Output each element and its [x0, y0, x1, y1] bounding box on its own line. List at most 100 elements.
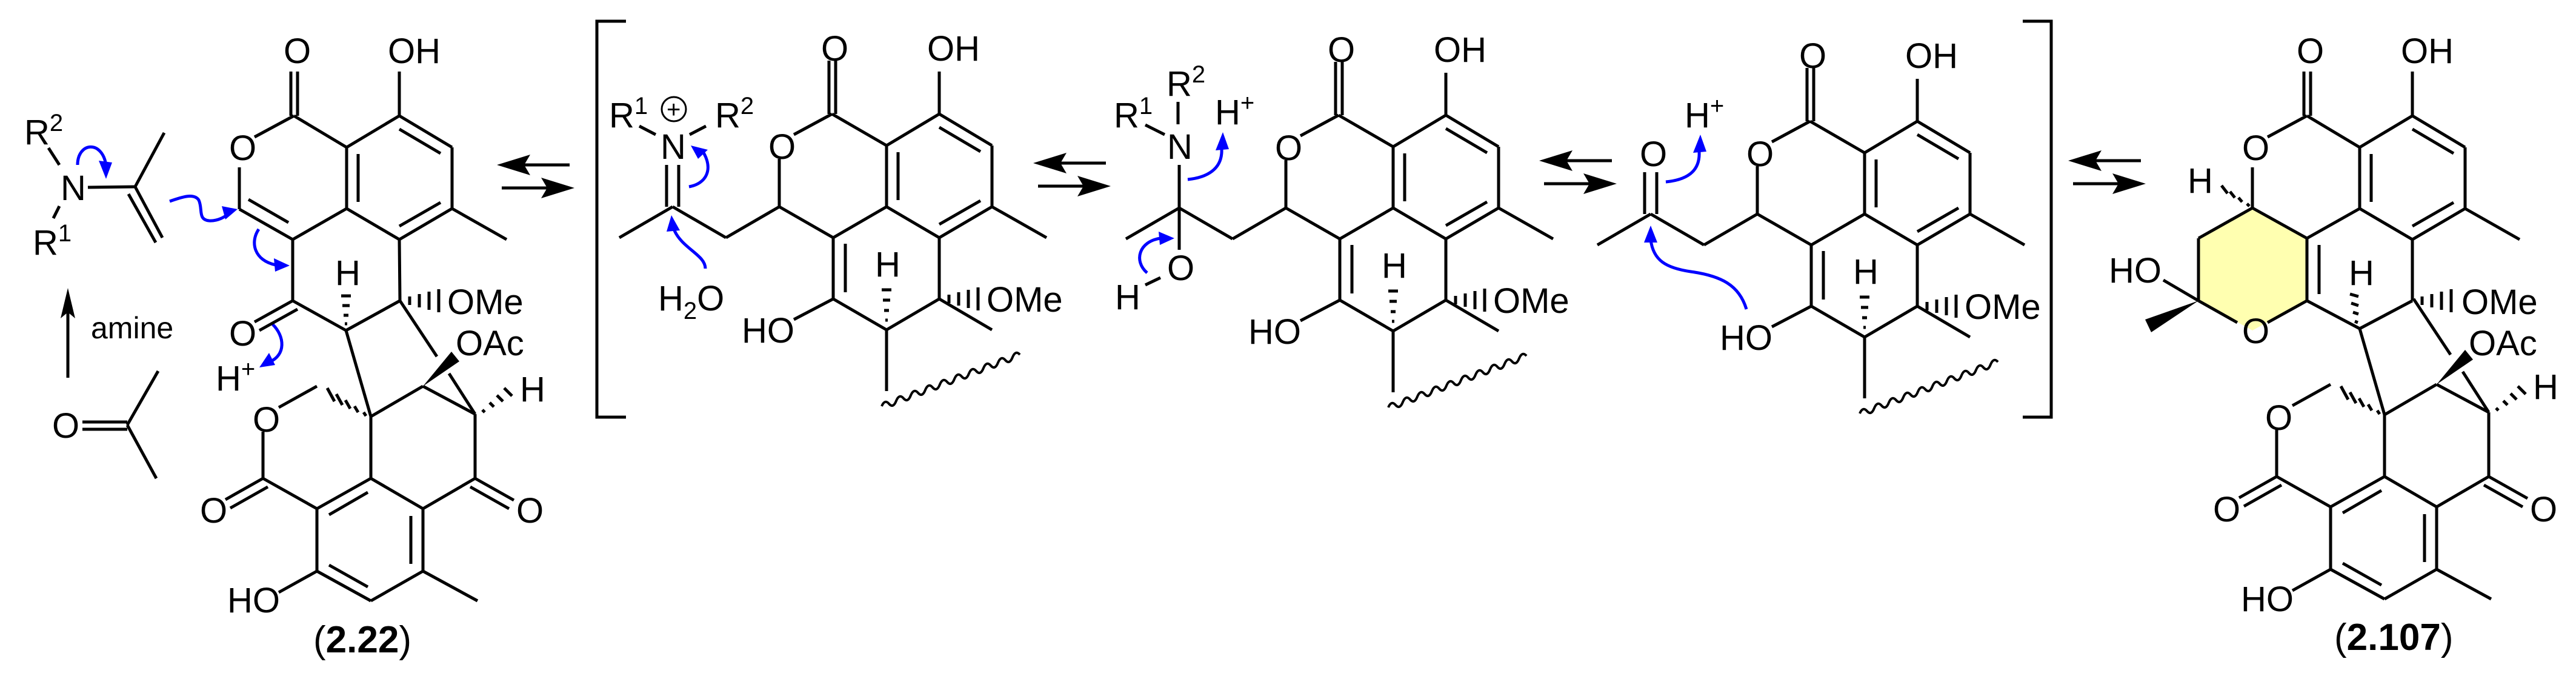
lactone-o: O: [229, 129, 256, 168]
enol-ho: HO: [1720, 318, 1772, 358]
amine-label: amine: [91, 311, 173, 345]
stereo-h: H: [1382, 246, 1407, 286]
lactone-o: O: [2242, 129, 2269, 168]
r1-label: R: [33, 223, 58, 263]
enamine-nitrogen: N: [61, 169, 86, 208]
ome: OMe: [987, 280, 1063, 320]
hydroxyl-o: O: [1167, 249, 1194, 288]
compound-2-22: O OH O O H: [200, 32, 545, 661]
acetone: O: [52, 370, 160, 480]
svg-text:R1: R1: [33, 220, 72, 263]
svg-text:R2: R2: [24, 110, 63, 152]
enol-ho: HO: [1248, 312, 1301, 352]
top-oh: OH: [1905, 36, 1958, 76]
water: H2O: [658, 279, 724, 324]
stereo-h: H: [335, 253, 361, 293]
lactone-o: O: [768, 127, 796, 167]
compound-label-2-107: (2.107): [2334, 617, 2453, 658]
positive-charge-icon: [661, 96, 687, 122]
ome: OMe: [1493, 281, 1569, 321]
lower-lactone-ring-o: O: [2265, 398, 2292, 438]
lower-lactone-carbonyl-o: O: [2213, 490, 2240, 529]
equilibrium-arrow-4: [2068, 150, 2146, 194]
r2-label: R: [715, 96, 741, 135]
enol-ho: HO: [742, 311, 794, 350]
methyl-wedge: [2145, 301, 2198, 332]
ketone-o: O: [1640, 135, 1667, 174]
proton: H: [1215, 93, 1240, 132]
top-carbonyl-o: O: [2297, 32, 2324, 71]
mechanism-arrow-water-attack: [672, 228, 707, 269]
svg-text:H+: H+: [216, 356, 255, 398]
mechanism-arrow-enol-o-attack: [1649, 239, 1748, 310]
hemiketal-ho: HO: [2109, 251, 2162, 290]
mechanism-arrow-enamine-attack: [169, 195, 233, 223]
mechanism-arrow-n-to-proton: [1187, 148, 1223, 181]
bracket-left: [595, 19, 626, 419]
r1-label: R: [1114, 96, 1139, 135]
bracket-right: [2023, 19, 2053, 419]
top-oh: OH: [927, 29, 980, 69]
mechanism-arrow-pi-to-n: [688, 150, 710, 189]
lower-lactone-carbonyl-o: O: [200, 491, 227, 531]
top-oh: OH: [1434, 30, 1486, 70]
ome: OMe: [447, 283, 524, 322]
amine-nitrogen: N: [1167, 127, 1193, 167]
oac: OAc: [2469, 324, 2537, 363]
stereo-h: H: [2349, 253, 2374, 293]
stereo-h: H: [875, 245, 900, 284]
lower-lactone-ring-o: O: [253, 400, 280, 440]
hydroxyl-h: H: [1115, 278, 1140, 317]
equilibrium-arrow-2: [1033, 153, 1111, 196]
proton: H: [216, 359, 241, 398]
svg-text:R2: R2: [715, 93, 754, 135]
top-carbonyl-o: O: [821, 29, 848, 69]
compound-2-107: O OH O H HO: [2109, 32, 2558, 658]
svg-text:R1: R1: [609, 93, 648, 135]
top-oh: OH: [388, 32, 441, 71]
mechanism-arrow-protonation: [268, 323, 284, 364]
pyran-o: O: [2242, 312, 2269, 351]
top-carbonyl-o: O: [284, 32, 311, 71]
bottom-ho: HO: [2241, 580, 2294, 619]
lower-ketone-o: O: [516, 491, 544, 531]
ome: OMe: [1965, 287, 2041, 327]
svg-text:H+: H+: [1215, 90, 1254, 132]
oac: OAc: [456, 324, 524, 363]
svg-text:R1: R1: [1114, 93, 1153, 135]
svg-text:H+: H+: [1685, 93, 1724, 135]
svg-text:R2: R2: [1167, 61, 1205, 104]
lactone-o: O: [1746, 135, 1774, 174]
mechanism-arrow-pi-shift: [253, 228, 276, 267]
right-h: H: [2533, 367, 2558, 407]
amine-step: amine: [61, 288, 173, 378]
svg-text:+: +: [667, 96, 681, 123]
top-carbonyl-o: O: [1799, 36, 1826, 76]
intermediate-carbinolamine: O OH O HO H OMe N R2 R1 H+ O H: [1114, 30, 1569, 407]
equilibrium-arrow-3: [1539, 150, 1617, 194]
top-carbonyl-o: O: [1328, 30, 1355, 70]
r2-label: R: [24, 113, 50, 152]
intermediate-iminium: O OH O HO H OMe N R1 R2 + H2O: [609, 29, 1063, 406]
r1-label: R: [609, 96, 634, 135]
highlighted-pyran-ring: [2198, 208, 2307, 330]
lower-ketone-o: O: [2530, 490, 2557, 529]
iminium-nitrogen: N: [661, 127, 686, 167]
acetone-oxygen: O: [52, 406, 79, 446]
mechanism-arrow-o-to-proton: [1665, 151, 1701, 184]
enamine-reagent: R2 N R1: [24, 110, 290, 367]
top-oh: OH: [2401, 32, 2454, 71]
mechanism-arrow-n-lone-pair: [76, 145, 108, 166]
ketone-o: O: [229, 314, 256, 353]
equilibrium-arrow-1: [497, 155, 574, 198]
mechanism-arrow-o-lone-pair: [1138, 236, 1161, 274]
ome: OMe: [2461, 283, 2538, 322]
lactone-o: O: [1275, 129, 1302, 168]
r2-label: R: [1167, 64, 1192, 104]
bottom-ho: HO: [227, 581, 280, 620]
compound-label-2-22: (2.22): [313, 619, 411, 661]
proton: H: [1685, 96, 1710, 135]
intermediate-ketone: O OH O HO H OMe O H+: [1596, 36, 2041, 414]
stereo-h: H: [1853, 252, 1879, 292]
